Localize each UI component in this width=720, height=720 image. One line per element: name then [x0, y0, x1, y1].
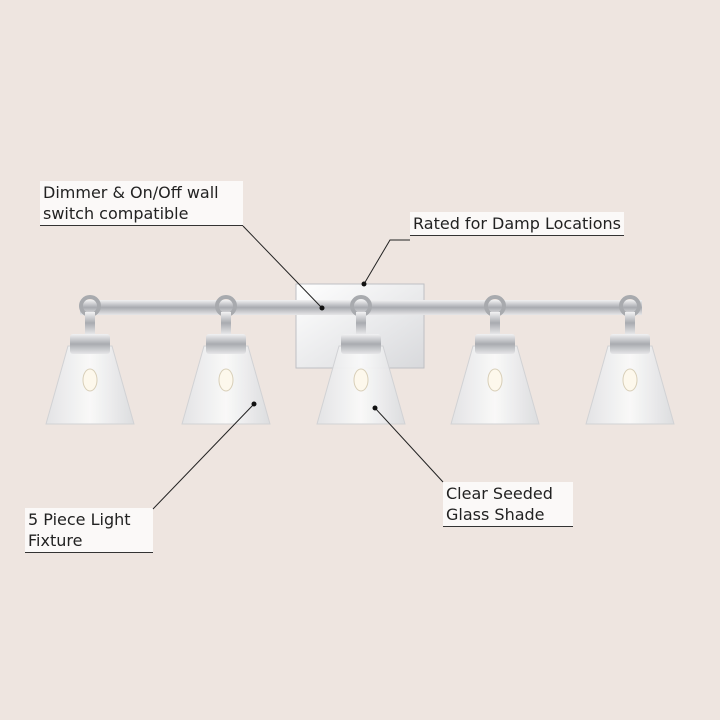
dot-pieces — [251, 401, 257, 407]
lamp-stem — [625, 312, 635, 334]
callout-glass: Clear Seeded Glass Shade — [443, 482, 573, 527]
lamp-cap — [475, 334, 515, 354]
leader-damp — [363, 239, 410, 285]
bulb — [82, 368, 98, 392]
bulb — [218, 368, 234, 392]
bulb — [353, 368, 369, 392]
lamp-stem — [490, 312, 500, 334]
lamp-stem — [356, 312, 366, 334]
callout-dimmer: Dimmer & On/Off wall switch compatible — [40, 181, 243, 226]
leader-pieces — [152, 403, 255, 510]
callout-damp: Rated for Damp Locations — [410, 212, 624, 236]
lamp — [450, 295, 540, 425]
lamp — [585, 295, 675, 425]
bulb — [487, 368, 503, 392]
lamp-cap — [70, 334, 110, 354]
lamp — [181, 295, 271, 425]
callout-pieces: 5 Piece Light Fixture — [25, 508, 153, 553]
lamp-cap — [341, 334, 381, 354]
dot-dimmer — [319, 305, 325, 311]
lamp — [45, 295, 135, 425]
lamp-cap — [610, 334, 650, 354]
bulb — [622, 368, 638, 392]
dot-glass — [372, 405, 378, 411]
leader-dimmer — [242, 225, 323, 309]
dot-damp — [361, 281, 367, 287]
lamp-stem — [221, 312, 231, 334]
leader-glass — [374, 407, 444, 483]
lamp-cap — [206, 334, 246, 354]
lamp — [316, 295, 406, 425]
lamp-stem — [85, 312, 95, 334]
